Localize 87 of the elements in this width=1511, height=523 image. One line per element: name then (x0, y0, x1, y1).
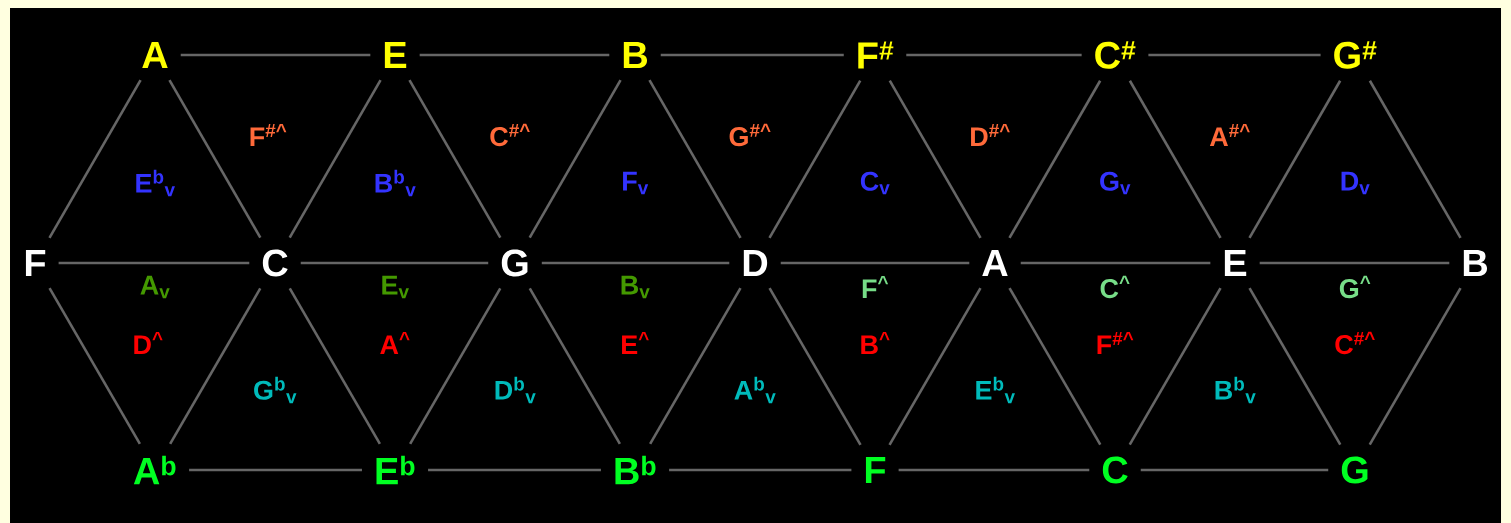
chord-label: D$^{^}$ (134, 332, 163, 354)
chord-label: G$^{^}$ (1339, 275, 1371, 299)
connector-line (898, 468, 1090, 472)
chord-label: F$_{v}$ (623, 171, 649, 195)
connector-line (1148, 53, 1321, 57)
connector-line (1008, 80, 1102, 239)
connector-line (660, 53, 844, 57)
chord-label: G$^{b}$v (254, 376, 297, 404)
connector-line (180, 53, 371, 57)
connector-line (768, 79, 862, 239)
connector-line (48, 287, 141, 445)
chord-label: F$^{#^}$ (250, 124, 287, 146)
note-label: B (1463, 249, 1487, 277)
connector-line (419, 53, 610, 57)
note-label: B$^{b}$ (615, 455, 656, 485)
connector-line (768, 287, 862, 446)
chord-label: E$^{b}$v (136, 169, 175, 197)
note-label: G$^{#}$ (1334, 41, 1377, 69)
connector-line (780, 261, 970, 265)
note-label: A$^{b}$ (133, 455, 176, 485)
chord-label: F$^{^}$ (862, 276, 889, 298)
chord-label: C$_{v}$ (860, 171, 890, 195)
connector-line (1008, 287, 1102, 446)
chord-label: D$^{#^}$ (971, 124, 1010, 146)
note-label: G (501, 249, 528, 277)
chord-label: E$^{b}$v (976, 376, 1015, 404)
connector-line (1368, 287, 1462, 446)
connector-line (1259, 261, 1450, 265)
note-label: C$^{#}$ (1095, 41, 1136, 69)
connector-line (409, 287, 502, 445)
chord-label: B$_{v}$ (621, 275, 650, 299)
chord-label: B$^{b}$v (375, 169, 416, 197)
chord-label: E$^{^}$ (622, 332, 649, 354)
chord-label: A$^{#^}$ (1209, 124, 1250, 146)
note-label: F (865, 456, 886, 484)
note-label: A (142, 41, 168, 69)
note-label: E$^{b}$ (376, 455, 415, 485)
chord-label: A$^{^}$ (380, 332, 410, 354)
note-label: G (1341, 456, 1368, 484)
connector-line (1128, 287, 1222, 446)
connector-line (288, 287, 381, 445)
connector-line (888, 79, 982, 239)
connector-line (189, 468, 362, 472)
connector-line (1128, 80, 1222, 239)
note-label: B (623, 41, 647, 69)
chord-label: C$^{#^}$ (1335, 331, 1375, 355)
note-label: F (25, 249, 46, 277)
connector-line (1020, 261, 1211, 265)
chord-label: E$_{v}$ (382, 275, 409, 299)
connector-line (288, 79, 382, 239)
connector-line (1140, 468, 1329, 472)
chord-label: C$^{^}$ (1100, 275, 1130, 299)
chord-label: A$^{b}$v (734, 376, 776, 404)
connector-line (528, 79, 622, 239)
connector-line (888, 287, 982, 446)
chord-label: F$^{#^}$ (1097, 332, 1134, 354)
chord-label: G$_{v}$ (1100, 171, 1131, 195)
connector-line (669, 468, 852, 472)
connector-line (1248, 80, 1342, 239)
chord-label: D$_{v}$ (1341, 171, 1370, 195)
chord-label: G$^{#^}$ (729, 123, 771, 147)
note-label: C (262, 249, 288, 277)
chord-label: B$^{b}$v (1215, 376, 1256, 404)
note-label: A (982, 249, 1008, 277)
connector-line (649, 287, 742, 445)
connector-line (48, 79, 142, 239)
connector-line (1248, 287, 1342, 446)
connector-line (408, 79, 502, 239)
note-label: D (743, 249, 768, 277)
connector-line (300, 261, 489, 265)
chord-label: C$^{#^}$ (490, 123, 530, 147)
chord-label: B$^{^}$ (861, 332, 890, 354)
connector-line (1368, 80, 1462, 239)
connector-line (428, 468, 601, 472)
connector-line (541, 261, 730, 265)
chord-label: D$^{b}$v (495, 376, 536, 404)
connector-line (648, 79, 742, 239)
note-label: C (1102, 456, 1128, 484)
note-label: F$^{#}$ (858, 41, 894, 69)
connector-line (168, 79, 262, 239)
note-label: E (1224, 249, 1247, 277)
note-label: E (384, 41, 407, 69)
connector-line (169, 287, 262, 445)
connector-line (58, 261, 250, 265)
connector-line (906, 53, 1082, 57)
chord-label: A$_{v}$ (140, 275, 170, 299)
connector-line (528, 287, 621, 445)
